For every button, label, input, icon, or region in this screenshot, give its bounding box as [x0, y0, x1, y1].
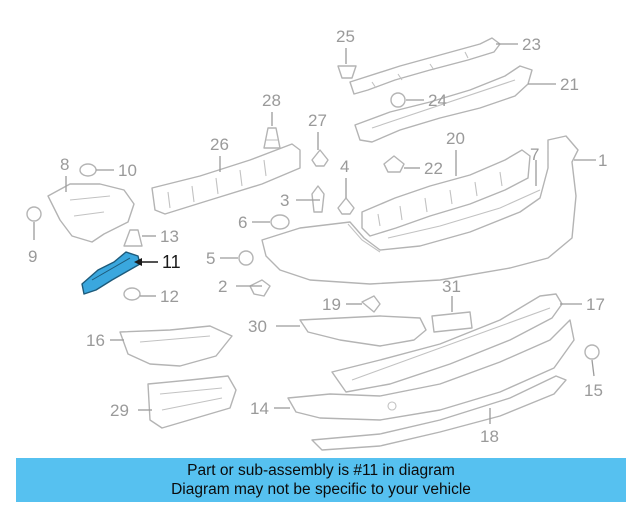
banner-line-part-number: Part or sub-assembly is #11 in diagram: [187, 462, 455, 479]
callout-29: 29: [110, 401, 129, 420]
callout-2: 2: [218, 277, 227, 296]
part-1-bumper-cover: [261, 135, 579, 285]
part-5-screw: [238, 250, 254, 266]
callout-19: 19: [322, 295, 341, 314]
callout-5: 5: [206, 249, 215, 268]
callout-26: 26: [210, 135, 229, 154]
part-6-nut: [270, 214, 290, 230]
part-30-reflector: [299, 315, 427, 347]
leader-11-highlighted: [134, 258, 158, 266]
callout-22: 22: [424, 159, 443, 178]
parts-diagram: 1 2 3 4 5 6 7 8 9 10 11 12 13 14 15 16 1…: [26, 27, 607, 451]
part-27-clip: [311, 149, 329, 167]
part-12-nut: [123, 287, 141, 301]
callout-25: 25: [336, 27, 355, 46]
leader-lines: [33, 43, 596, 424]
part-31-insert: [431, 311, 473, 333]
part-24-screw: [390, 92, 406, 108]
part-9-screw: [26, 206, 42, 222]
callout-14: 14: [250, 399, 269, 418]
callout-30: 30: [248, 317, 267, 336]
callout-1: 1: [598, 151, 607, 170]
callout-18: 18: [480, 427, 499, 446]
part-28-clip: [263, 127, 281, 149]
callout-7: 7: [530, 145, 539, 164]
callout-4: 4: [340, 157, 349, 176]
part-15-clip: [584, 344, 600, 360]
part-4-clip: [337, 197, 355, 215]
callout-17: 17: [586, 295, 605, 314]
callout-20: 20: [446, 129, 465, 148]
callout-23: 23: [522, 35, 541, 54]
callout-21: 21: [560, 75, 579, 94]
callout-27: 27: [308, 111, 327, 130]
part-18-diffuser: [311, 375, 567, 451]
info-banner: Part or sub-assembly is #11 in diagram D…: [16, 458, 626, 502]
part-19-clip: [361, 295, 381, 313]
callout-24: 24: [428, 91, 447, 110]
callout-9: 9: [28, 247, 37, 266]
part-20-reinforcement: [361, 149, 531, 237]
part-23-bracket: [349, 37, 501, 95]
callout-28: 28: [262, 91, 281, 110]
part-10-nut: [79, 163, 97, 177]
callout-13: 13: [160, 227, 179, 246]
callout-11: 11: [162, 252, 181, 272]
part-16-bracket: [119, 325, 233, 367]
callout-15: 15: [584, 381, 603, 400]
callout-labels: 1 2 3 4 5 6 7 8 9 10 11 12 13 14 15 16 1…: [28, 27, 607, 446]
callout-3: 3: [280, 191, 289, 210]
callout-12: 12: [160, 287, 179, 306]
part-25-clip: [337, 65, 357, 79]
callout-6: 6: [238, 213, 247, 232]
callout-31: 31: [442, 277, 461, 296]
part-3-stud: [311, 185, 325, 213]
callout-8: 8: [60, 155, 69, 174]
part-8-bracket: [47, 183, 135, 243]
callout-16: 16: [86, 331, 105, 350]
part-14-lower-cover: [287, 319, 575, 421]
part-2-bracket: [249, 279, 271, 297]
part-22-bolt: [383, 155, 405, 173]
part-29-bracket: [147, 375, 237, 429]
part-26-impact-bar: [151, 143, 301, 215]
part-13-clip: [123, 229, 143, 247]
banner-line-disclaimer: Diagram may not be specific to your vehi…: [171, 481, 471, 498]
callout-10: 10: [118, 161, 137, 180]
